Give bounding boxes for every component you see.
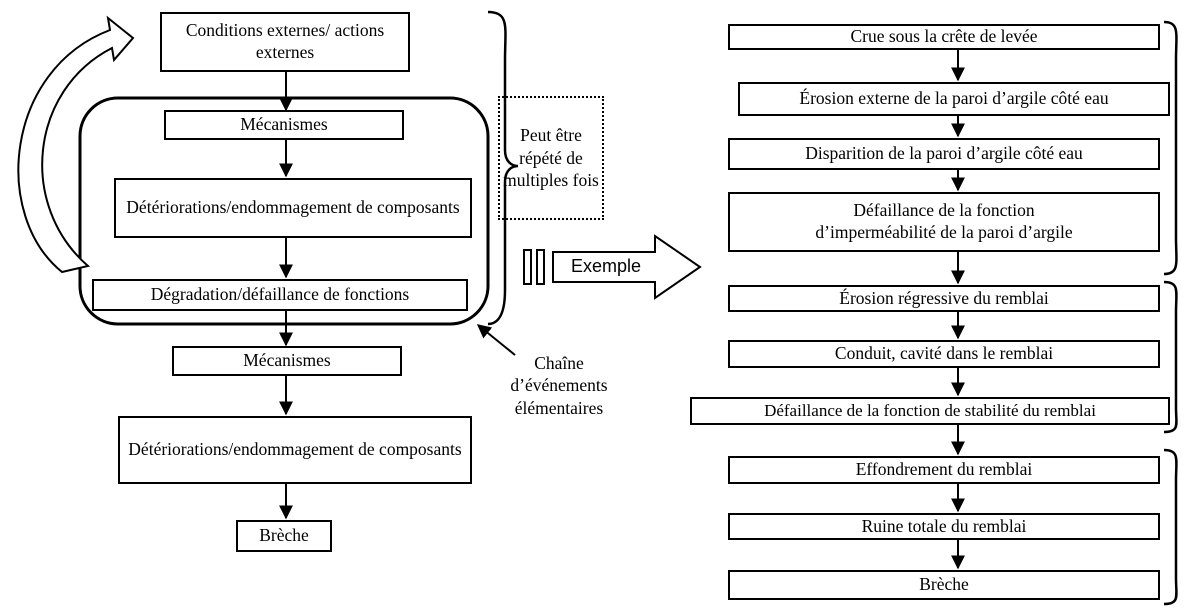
right-box-erosion-externe: Érosion externe de la paroi d’argile côt… [738, 82, 1170, 116]
left-box-breche: Brèche [236, 520, 332, 552]
left-box-conditions-externes: Conditions externes/ actions externes [160, 12, 410, 72]
right-box-defaillance-impermeabilite: Défaillance de la fonction d’imperméabil… [728, 192, 1160, 252]
right-box-defaillance-stabilite: Défaillance de la fonction de stabilité … [690, 397, 1170, 425]
right-box-crue: Crue sous la crête de levée [728, 24, 1160, 50]
right-box-conduit-cavite: Conduit, cavité dans le remblai [728, 340, 1160, 368]
right-box-disparition-paroi: Disparition de la paroi d’argile côté ea… [728, 138, 1160, 170]
exemple-label: Exemple [570, 256, 642, 276]
repeat-brace [487, 10, 519, 326]
right-box-erosion-regressive: Érosion régressive du remblai [728, 285, 1160, 312]
exemple-arrow [523, 234, 702, 300]
left-box-degradation-fonctions: Dégradation/défaillance de fonctions [92, 279, 468, 311]
loop-arrow [17, 15, 135, 274]
left-box-mecanismes-2: Mécanismes [172, 346, 402, 376]
right-box-effondrement: Effondrement du remblai [728, 456, 1160, 484]
right-brackets [1163, 20, 1178, 606]
chain-label: Chaîne d’événements élémentaires [510, 353, 608, 418]
left-box-deteriorations-1: Détériorations/endommagement de composan… [114, 178, 472, 238]
chain-group-outline [78, 96, 490, 326]
left-box-deteriorations-2: Détériorations/endommagement de composan… [118, 416, 472, 484]
repeat-note: Peut être répété de multiples fois [498, 96, 604, 220]
right-box-breche: Brèche [728, 570, 1160, 600]
left-box-mecanismes-1: Mécanismes [164, 110, 404, 140]
right-box-ruine-totale: Ruine totale du remblai [728, 513, 1160, 540]
chain-label-pointer [476, 324, 516, 356]
